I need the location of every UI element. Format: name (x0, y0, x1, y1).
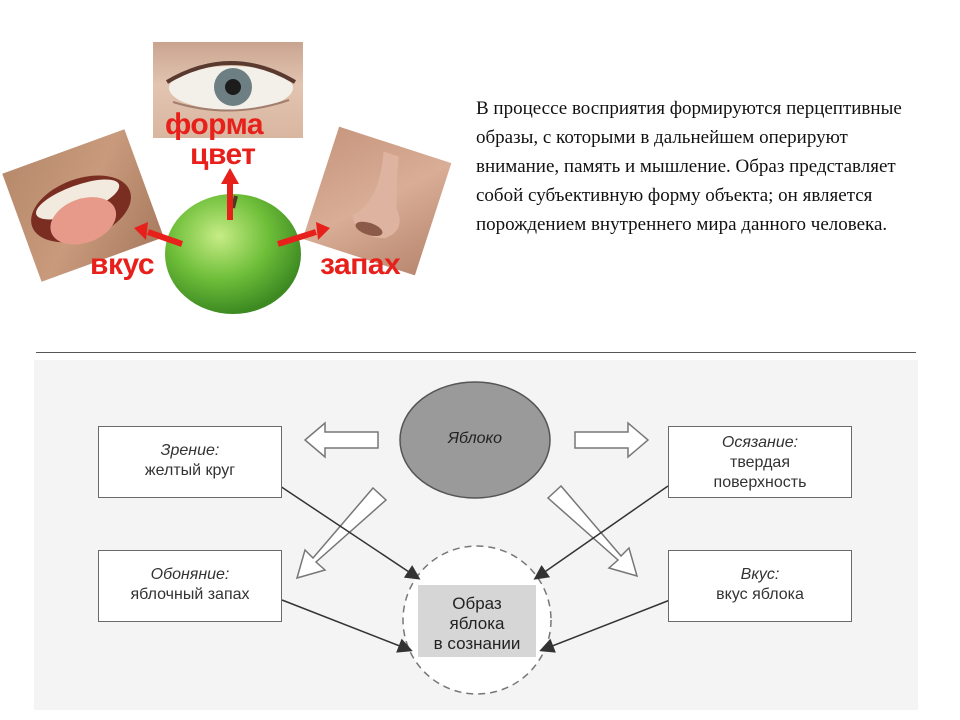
nose-photo (302, 126, 452, 276)
label-smell: запах (320, 248, 401, 281)
box-taste-title: Вкус: (740, 566, 780, 583)
arrow-left-icon (147, 229, 183, 247)
eye-photo (153, 42, 303, 138)
result-line-3: в сознании (433, 634, 521, 653)
mouth-photo (2, 129, 164, 282)
mouth-icon (31, 175, 131, 245)
apple-node (399, 381, 551, 499)
box-touch: Осязание: твердая поверхность (668, 426, 852, 498)
box-touch-title: Осязание: (721, 434, 799, 451)
label-form: форма (165, 108, 264, 141)
divider (36, 352, 916, 353)
nose-icon (352, 151, 400, 239)
apple-node-label: Яблоко (448, 430, 502, 447)
result-label: Образ яблока в сознании (418, 594, 536, 654)
arrow-right-icon (277, 229, 317, 247)
hollow-arrow-right-icon (574, 421, 650, 459)
arrow-vision-icon (279, 485, 421, 580)
apple-with-arrows (134, 168, 330, 314)
box-vision-title: Зрение: (160, 442, 220, 459)
box-vision-value: желтый круг (144, 462, 236, 479)
label-taste: вкус (90, 248, 155, 281)
description-paragraph: В процессе восприятия формируются перцеп… (476, 98, 902, 235)
arrow-touch-icon (533, 485, 669, 580)
hollow-arrow-down-right-icon (546, 484, 639, 578)
box-vision: Зрение: желтый круг (98, 426, 282, 498)
box-taste: Вкус: вкус яблока (668, 550, 852, 622)
box-smell: Обоняние: яблочный запах (98, 550, 282, 622)
result-line-2: яблока (449, 614, 505, 633)
eye-icon (165, 61, 297, 112)
apple-icon (165, 194, 301, 314)
result-line-1: Образ (452, 594, 502, 613)
hollow-arrow-left-icon (303, 421, 379, 459)
box-smell-value: яблочный запах (130, 586, 250, 603)
label-color: цвет (190, 138, 256, 171)
result-highlight (418, 585, 536, 657)
arrow-taste-icon (539, 599, 671, 653)
hollow-arrow-down-left-icon (295, 486, 388, 580)
box-touch-value: твердая поверхность (713, 454, 807, 491)
box-taste-value: вкус яблока (716, 586, 804, 603)
arrow-smell-icon (281, 599, 413, 653)
box-smell-title: Обоняние: (150, 566, 230, 583)
